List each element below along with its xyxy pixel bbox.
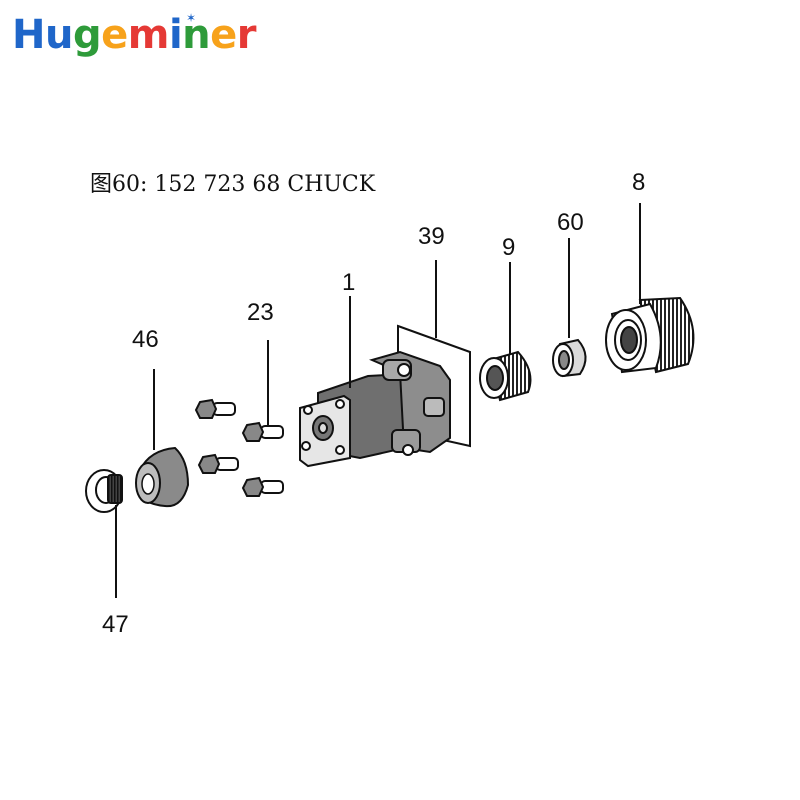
brand-logo: Hugeminer✶ xyxy=(12,10,257,60)
star-icon: ✶ xyxy=(186,11,196,25)
part-hose-clamp xyxy=(85,469,123,598)
figure-title: 图60: 152 723 68 CHUCK xyxy=(90,172,376,197)
logo-letter: e xyxy=(210,12,237,58)
bolt xyxy=(241,421,284,442)
bolt xyxy=(241,476,284,497)
logo-letter: e xyxy=(101,12,128,58)
part-rubber-boot xyxy=(135,369,190,508)
part-knurled-nut xyxy=(479,262,532,402)
callout-1: 1 xyxy=(342,269,355,296)
callout-8: 8 xyxy=(632,169,645,196)
logo-letter: i xyxy=(168,12,183,58)
part-chuck-sleeve xyxy=(605,203,695,374)
part-ring xyxy=(552,238,587,378)
bolt xyxy=(197,453,239,474)
part-chuck-body xyxy=(299,296,451,468)
part-bolts xyxy=(194,340,284,497)
callout-46: 46 xyxy=(132,326,159,353)
bolt xyxy=(194,398,236,419)
logo-letter: n xyxy=(182,12,211,58)
callout-39: 39 xyxy=(418,223,445,250)
callout-23: 23 xyxy=(247,299,274,326)
logo-letter: H xyxy=(12,12,45,58)
callout-60: 60 xyxy=(557,209,584,236)
logo-letter: g xyxy=(72,12,102,58)
callout-9: 9 xyxy=(502,234,515,261)
logo-letter: u xyxy=(44,12,73,58)
callout-47: 47 xyxy=(102,611,129,638)
logo-letter: m xyxy=(127,12,170,58)
logo-letter: r xyxy=(236,12,257,58)
